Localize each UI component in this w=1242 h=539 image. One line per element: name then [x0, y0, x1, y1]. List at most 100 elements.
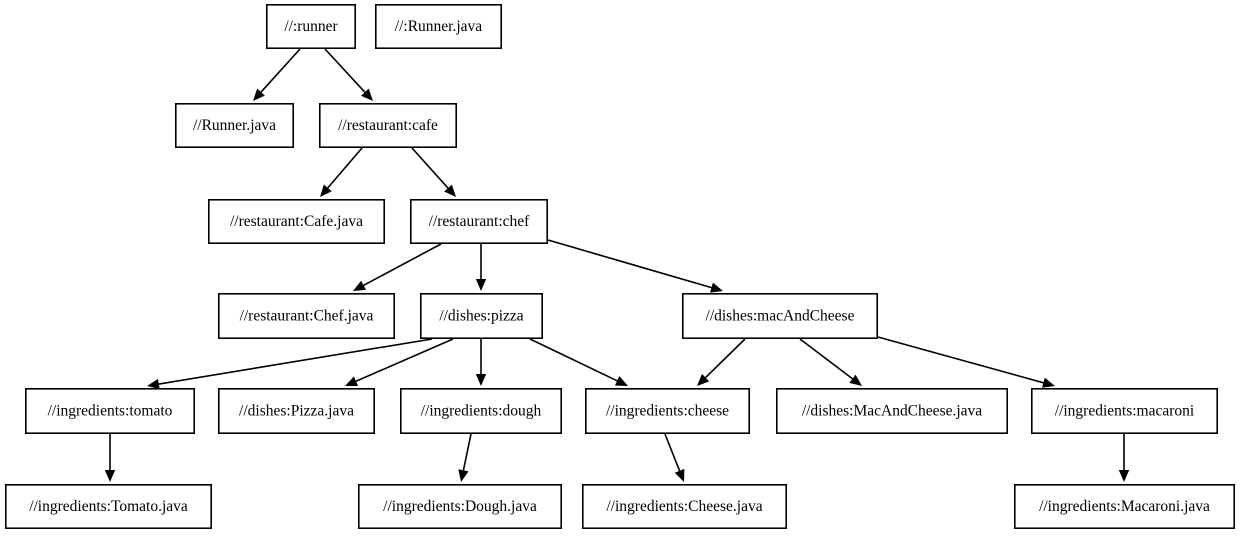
edge-line: [529, 338, 618, 382]
node-label: //:Runner.java: [395, 18, 483, 35]
graph-edge: [664, 433, 685, 482]
edge-arrowhead: [104, 470, 116, 482]
node-label: //dishes:pizza: [439, 308, 523, 325]
node-box[interactable]: [175, 103, 295, 149]
graph-node-runner_java[interactable]: //Runner.java: [175, 103, 295, 149]
graph-edge: [320, 147, 363, 197]
graph-node-tomato_java[interactable]: //ingredients:Tomato.java: [5, 483, 212, 529]
node-box[interactable]: [775, 387, 1008, 434]
edge-line: [462, 433, 472, 471]
graph-node-ing_dough[interactable]: //ingredients:dough: [399, 387, 562, 434]
graph-edge: [529, 338, 628, 386]
edge-line: [158, 338, 433, 385]
node-box[interactable]: [265, 4, 356, 50]
node-box[interactable]: [374, 4, 502, 50]
node-box[interactable]: [399, 387, 562, 434]
graph-node-ing_macaroni[interactable]: //ingredients:macaroni: [1031, 387, 1219, 434]
edge-line: [547, 239, 712, 289]
node-box[interactable]: [584, 387, 750, 434]
node-box[interactable]: [218, 387, 375, 434]
graph-edge: [799, 338, 862, 386]
edge-arrowhead: [253, 88, 265, 101]
graph-node-runner[interactable]: //:runner: [265, 4, 356, 50]
edge-arrowhead: [475, 279, 487, 291]
edge-arrowhead: [147, 378, 160, 390]
edge-line: [877, 336, 1044, 384]
node-label: //restaurant:chef: [429, 213, 531, 230]
graph-node-dough_java[interactable]: //ingredients:Dough.java: [357, 483, 562, 529]
graph-node-macaroni_java[interactable]: //ingredients:Macaroni.java: [1013, 483, 1235, 529]
node-label: //dishes:Pizza.java: [239, 403, 354, 420]
node-box[interactable]: [419, 292, 543, 339]
node-box[interactable]: [409, 199, 548, 245]
graph-node-chef_java[interactable]: //restaurant:Chef.java: [218, 292, 395, 339]
edge-arrowhead: [697, 373, 710, 386]
graph-node-ing_cheese[interactable]: //ingredients:cheese: [584, 387, 750, 434]
graph-node-restaurant_chef[interactable]: //restaurant:chef: [409, 199, 548, 245]
node-box[interactable]: [357, 483, 562, 529]
edge-layer: [104, 48, 1130, 482]
graph-node-cafe_java[interactable]: //restaurant:Cafe.java: [208, 199, 385, 245]
graph-edge: [104, 434, 116, 482]
edge-line: [664, 433, 681, 472]
node-box[interactable]: [208, 199, 385, 245]
node-label: //ingredients:cheese: [606, 403, 729, 420]
edge-line: [327, 147, 363, 189]
graph-edge: [877, 336, 1055, 388]
graph-node-dishes_mac[interactable]: //dishes:macAndCheese: [681, 292, 878, 339]
node-label: //restaurant:Cafe.java: [230, 213, 363, 230]
graph-node-cheese_java[interactable]: //ingredients:Cheese.java: [581, 483, 787, 529]
edge-line: [705, 338, 746, 379]
edge-line: [363, 243, 442, 287]
node-box[interactable]: [318, 103, 457, 149]
node-label: //dishes:macAndCheese: [706, 308, 855, 325]
graph-edge: [253, 48, 301, 101]
graph-edge: [475, 339, 487, 386]
graph-node-root_runner_java[interactable]: //:Runner.java: [374, 4, 502, 50]
edge-arrowhead: [614, 376, 628, 386]
node-box[interactable]: [24, 387, 195, 434]
edge-line: [411, 147, 449, 189]
graph-edge: [1118, 434, 1130, 482]
node-box[interactable]: [681, 292, 878, 339]
node-label: //dishes:MacAndCheese.java: [802, 403, 982, 420]
graph-node-restaurant_cafe[interactable]: //restaurant:cafe: [318, 103, 457, 149]
graph-edge: [324, 48, 373, 101]
node-label: //ingredients:Tomato.java: [29, 498, 188, 515]
graph-edge: [353, 243, 442, 291]
node-box[interactable]: [1013, 483, 1235, 529]
edge-arrowhead: [674, 468, 685, 482]
graph-node-dishes_pizza[interactable]: //dishes:pizza: [419, 292, 543, 339]
graph-edge: [547, 239, 723, 293]
node-box[interactable]: [5, 483, 212, 529]
edge-arrowhead: [353, 280, 367, 291]
node-label: //ingredients:tomato: [48, 403, 173, 420]
node-label: //restaurant:Chef.java: [240, 308, 374, 325]
node-layer: //:runner //:Runner.java //Runner.java //re…: [5, 4, 1235, 529]
edge-arrowhead: [444, 184, 456, 197]
node-label: //ingredients:Macaroni.java: [1039, 498, 1210, 515]
edge-arrowhead: [849, 374, 862, 386]
edge-arrowhead: [710, 282, 723, 293]
node-label: //ingredients:Dough.java: [383, 498, 537, 515]
node-box[interactable]: [218, 292, 395, 339]
edge-arrowhead: [345, 376, 359, 386]
node-box[interactable]: [581, 483, 787, 529]
edge-arrowhead: [458, 469, 469, 482]
node-box[interactable]: [1031, 387, 1219, 434]
graph-edge: [411, 147, 456, 197]
node-label: //ingredients:dough: [421, 403, 542, 420]
graph-node-pizza_java[interactable]: //dishes:Pizza.java: [218, 387, 375, 434]
edge-line: [324, 48, 366, 93]
node-label: //ingredients:Cheese.java: [606, 498, 762, 515]
node-label: //restaurant:cafe: [338, 117, 438, 134]
graph-node-mac_java[interactable]: //dishes:MacAndCheese.java: [775, 387, 1008, 434]
edge-arrowhead: [361, 88, 373, 101]
node-label: //Runner.java: [193, 117, 276, 134]
edge-arrowhead: [1042, 377, 1055, 388]
graph-edge: [345, 338, 454, 386]
graph-node-ing_tomato[interactable]: //ingredients:tomato: [24, 387, 195, 434]
edge-line: [260, 48, 301, 93]
